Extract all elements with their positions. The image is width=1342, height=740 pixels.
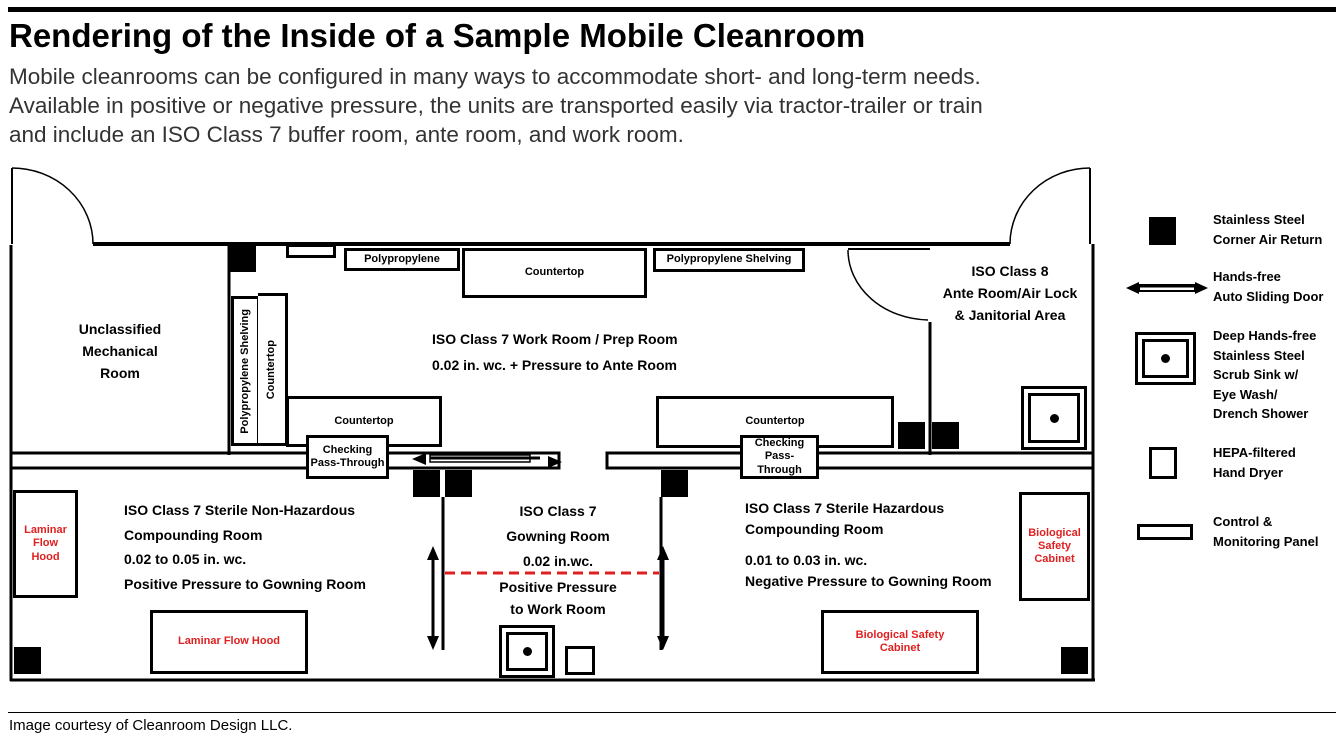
room-label-line: ISO Class 7 Sterile Non-Hazardous [124,502,356,518]
hood-label: Hood [31,550,60,563]
room-label-line: Unclassified [78,321,162,337]
ante-room-label: ISO Class 8 Ante Room/Air Lock & Janitoria… [925,260,1095,326]
subtitle-line: Available in positive or negative pressu… [9,93,983,118]
hand-dryer-icon [1149,447,1177,479]
air-return-icon [14,647,41,674]
room-label-line: Compounding Room [124,526,263,543]
room-label-line: Positive Pressure to Gowning Room [124,575,366,592]
countertop: Countertop [462,248,647,298]
legend-text: Corner Air Return [1213,231,1323,247]
legend-text: HEPA-filtered [1213,445,1296,460]
room-label-line: ISO Class 7 Sterile Hazardous [745,500,945,516]
scrub-sink-icon [1021,386,1087,450]
cabinet-label: Biological Safety [855,628,945,641]
air-return-icon [1061,647,1088,674]
sliding-door-icon [1126,282,1208,294]
air-return-icon [661,470,688,497]
polypropylene-shelving-vertical: Polypropylene Shelving [231,296,260,446]
page-title: Rendering of the Inside of a Sample Mobi… [9,17,866,54]
room-label-line: Compounding Room [745,521,884,537]
footer-rule [8,712,1336,713]
legend-text: Hand Dryer [1213,464,1284,480]
pass-through-label: Pass-Through [757,450,802,476]
room-label-line: Room [100,365,140,381]
subtitle-line: Mobile cleanrooms can be configured in m… [9,64,981,89]
polypropylene-shelving: Polypropylene Shelving [653,248,805,272]
room-label-line: ISO Class 8 [971,263,1049,279]
sliding-door-icon [412,453,669,650]
subtitle: Mobile cleanrooms can be configured in m… [9,62,983,149]
shelving-label: Polypropylene Shelving [238,308,251,434]
cabinet-label: Cabinet [879,642,921,654]
air-return-icon [445,470,472,497]
room-label-line: 0.02 in.wc. [522,553,594,569]
legend-text: Deep Hands-free [1213,328,1317,343]
legend-text: Auto Sliding Door [1213,288,1324,304]
legend-text: Hands-free [1213,269,1281,284]
room-label-line: Mechanical [82,343,158,359]
room-label-line: 0.02 to 0.05 in. wc. [124,551,247,567]
legend-text: Control & [1213,514,1273,529]
room-label-line: to Work Room [510,601,606,617]
cabinet-label: Cabinet [1034,553,1075,566]
room-label-line: Ante Room/Air Lock [942,285,1078,301]
pass-through-label: Checking [322,443,373,456]
room-label-line: ISO Class 7 Work Room / Prep Room [432,331,678,347]
pass-through-label: Pass-Through [310,457,385,469]
legend-item: Control & Monitoring Panel [1213,512,1318,551]
room-label-line: 0.01 to 0.03 in. wc. [745,552,868,568]
air-return-icon [932,422,959,449]
legend-text: Eye Wash/ [1213,386,1278,402]
legend-text: Scrub Sink w/ [1213,367,1299,382]
cabinet-label: Safety [1037,539,1072,552]
air-return-icon [898,422,925,449]
air-return-icon [1149,217,1176,245]
scrub-sink-icon [499,625,555,678]
laminar-flow-hood: Laminar Flow Hood [150,610,308,674]
legend-text: Drench Shower [1213,406,1309,421]
work-room-label: ISO Class 7 Work Room / Prep Room 0.02 in… [432,326,678,378]
hood-label: Flow [32,537,59,550]
control-panel-icon [286,244,336,258]
room-label-line: Positive Pressure [499,579,617,595]
room-label-line: ISO Class 7 [519,503,597,519]
legend-text: Monitoring Panel [1213,533,1319,549]
countertop-vertical: Countertop [258,293,288,446]
scrub-sink-icon [1135,332,1196,385]
gowning-room-label: ISO Class 7 Gowning Room 0.02 in.wc. Posit… [470,499,646,620]
top-rule [8,7,1336,12]
cabinet-label: Biological [1028,526,1081,539]
control-panel-icon [1137,524,1193,540]
room-label-line: Gowning Room [506,528,610,544]
air-return-icon [229,245,256,272]
countertop-label: Countertop [264,339,277,400]
polypropylene-shelf: Polypropylene [344,248,460,271]
pass-through-label: Checking [754,437,805,450]
hood-label: Laminar [24,524,67,537]
room-label-line: 0.02 in. wc. + Pressure to Ante Room [432,357,677,373]
hand-dryer-icon [565,646,595,675]
subtitle-line: and include an ISO Class 7 buffer room, … [9,122,684,147]
room-label-line: & Janitorial Area [954,307,1066,323]
legend-text: Stainless Steel [1213,347,1305,363]
legend-text: Stainless Steel [1213,212,1305,227]
image-credit: Image courtesy of Cleanroom Design LLC. [9,717,293,734]
room-label-line: Negative Pressure to Gowning Room [745,573,992,589]
air-return-icon [413,470,440,497]
